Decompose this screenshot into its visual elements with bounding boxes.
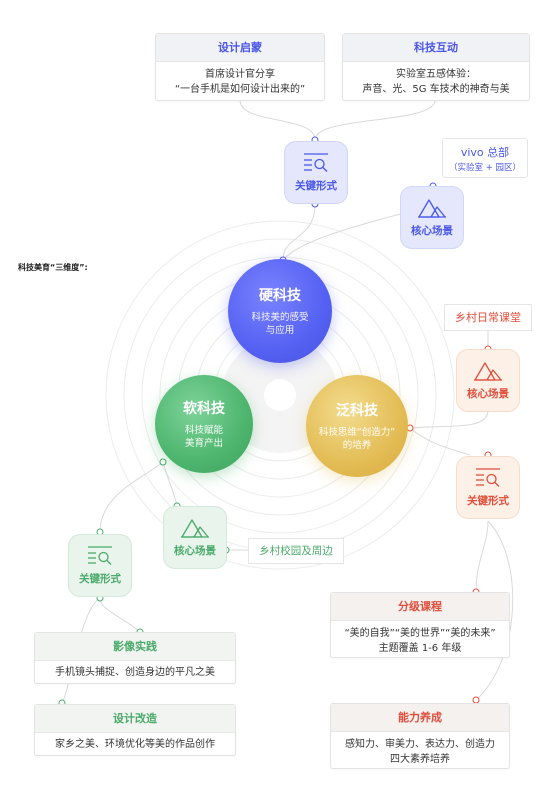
card-ability-building: 能力养成 感知力、审美力、表达力、创造力 四大素养培养	[330, 703, 510, 769]
search-list-icon	[474, 467, 502, 489]
circle-soft-tech: 软科技 科技赋能 美育产出	[155, 375, 253, 473]
card-graded-course: 分级课程 “美的自我”“美的世界”“美的未来” 主题覆盖 1-6 年级	[330, 592, 510, 658]
card-line: 感知力、审美力、表达力、创造力	[345, 739, 495, 750]
tag-line: （实验室 + 园区）	[448, 163, 522, 173]
card-title: 影像实践	[35, 633, 235, 661]
icon-box-label: 核心场景	[467, 388, 509, 400]
mountain-icon	[473, 360, 503, 382]
card-title: 能力养成	[331, 704, 509, 732]
mountain-icon	[180, 517, 210, 539]
tag-vivo-hq: vivo 总部 （实验室 + 园区）	[442, 138, 528, 178]
circle-line: 的培养	[342, 440, 372, 451]
circle-line: 科技思维“创造力”	[318, 427, 396, 438]
icon-box-label: 关键形式	[295, 180, 337, 192]
green-core-scene: 核心场景	[163, 506, 227, 569]
circle-hard-tech: 硬科技 科技美的感受 与应用	[228, 259, 332, 363]
tag-rural-campus: 乡村校园及周边	[248, 538, 344, 564]
search-list-icon	[302, 152, 330, 174]
icon-box-label: 核心场景	[174, 545, 216, 557]
card-line: “美的自我”“美的世界”“美的未来”	[344, 628, 496, 639]
card-image-practice: 影像实践 手机镜头捕捉、创造身边的平凡之美	[34, 632, 236, 684]
icon-box-label: 关键形式	[79, 573, 121, 585]
card-title: 分级课程	[331, 593, 509, 621]
search-list-icon	[86, 545, 114, 567]
green-key-form: 关键形式	[68, 534, 132, 597]
card-design-reform: 设计改造 家乡之美、环境优化等美的作品创作	[34, 704, 236, 756]
blue-core-scene: 核心场景	[400, 186, 464, 249]
circle-line: 科技赋能	[184, 425, 223, 436]
circle-line: 与应用	[265, 325, 295, 336]
card-design-enlightenment: 设计启蒙 首席设计官分享 “一台手机是如何设计出来的”	[155, 33, 325, 101]
circle-pan-tech: 泛科技 科技思维“创造力” 的培养	[306, 375, 408, 477]
card-title: 设计启蒙	[156, 34, 324, 62]
card-line: 首席设计官分享	[205, 69, 275, 80]
circle-title: 软科技	[183, 401, 225, 417]
card-line: 主题覆盖 1-6 年级	[378, 643, 462, 654]
red-core-scene: 核心场景	[456, 349, 520, 412]
card-line: 手机镜头捕捉、创造身边的平凡之美	[55, 667, 215, 678]
side-title: 科技美育“三维度”:	[18, 263, 88, 272]
card-line: 四大素养培养	[390, 754, 450, 765]
card-line: 声音、光、5G 车技术的神奇与美	[362, 84, 510, 95]
circle-line: 美育产出	[184, 438, 223, 449]
circle-line: 科技美的感受	[251, 312, 309, 323]
mountain-icon	[417, 197, 447, 219]
card-tech-interaction: 科技互动 实验室五感体验： 声音、光、5G 车技术的神奇与美	[342, 33, 530, 101]
icon-box-label: 关键形式	[467, 495, 509, 507]
card-line: 家乡之美、环境优化等美的作品创作	[55, 739, 215, 750]
card-title: 科技互动	[343, 34, 529, 62]
tag-line: vivo 总部	[460, 146, 510, 159]
tag-rural-class: 乡村日常课堂	[444, 304, 532, 331]
circle-title: 泛科技	[336, 403, 378, 419]
circle-title: 硬科技	[259, 288, 301, 304]
card-line: 实验室五感体验：	[396, 69, 476, 80]
card-line: “一台手机是如何设计出来的”	[174, 84, 306, 95]
red-key-form: 关键形式	[456, 456, 520, 519]
blue-key-form: 关键形式	[284, 141, 348, 204]
card-title: 设计改造	[35, 705, 235, 733]
icon-box-label: 核心场景	[411, 225, 453, 237]
